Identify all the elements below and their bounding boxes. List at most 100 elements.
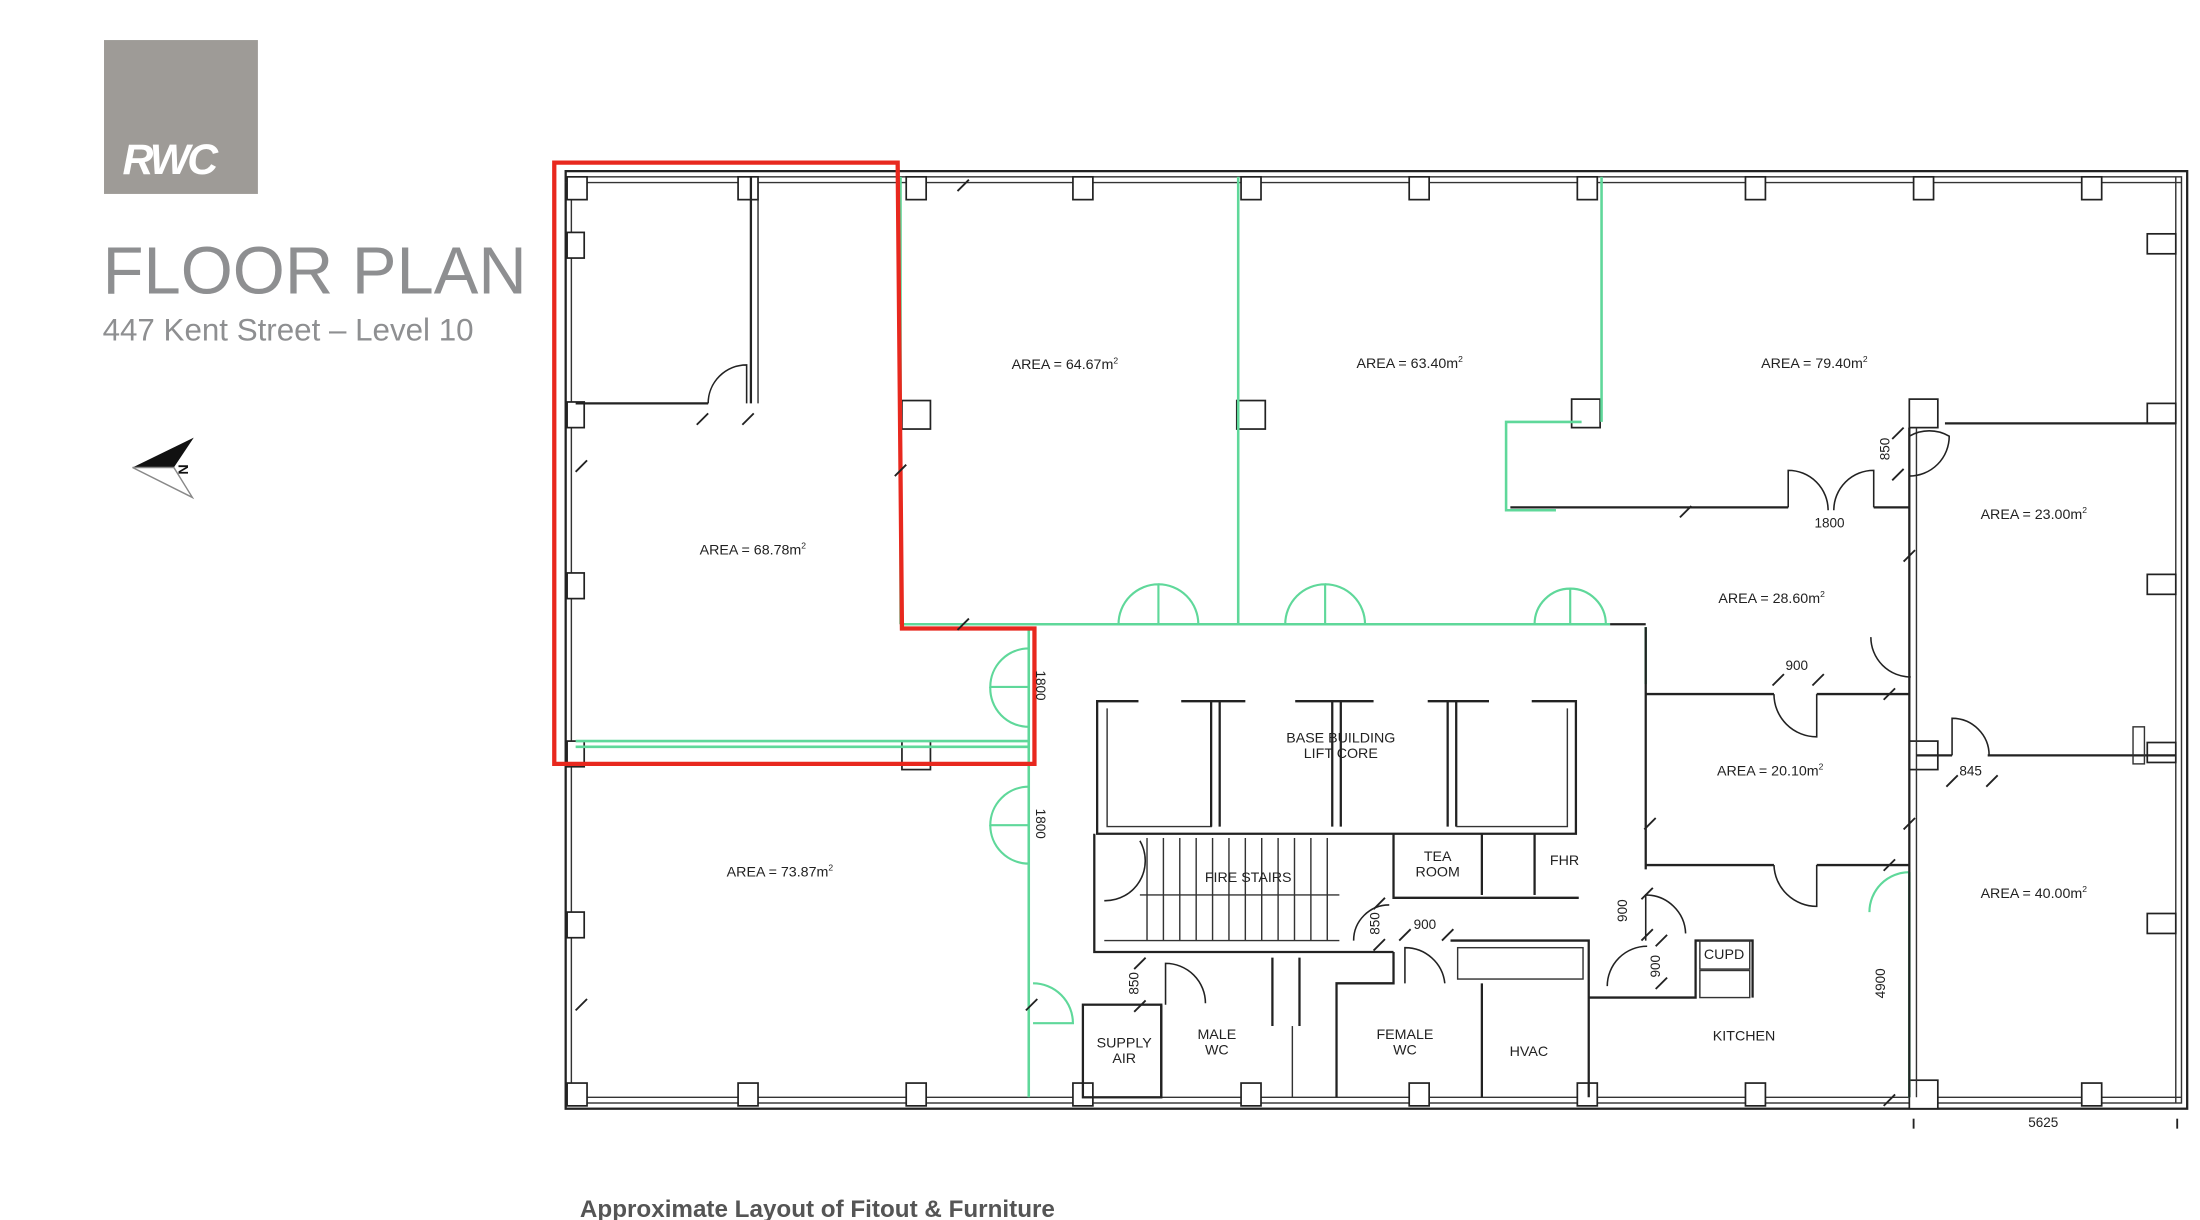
fhr-label: FHR xyxy=(1550,853,1579,869)
dimension-tick xyxy=(1891,426,1905,440)
column xyxy=(905,1082,928,1107)
room-labels: BASE BUILDING LIFT CORE FIRE STAIRS TEA … xyxy=(1097,731,1776,1068)
dimension-tick xyxy=(1655,976,1668,990)
cupd-label: CUPD xyxy=(1704,947,1744,963)
dimension-tick xyxy=(956,179,970,192)
column xyxy=(1908,398,1939,429)
dimension-tick xyxy=(894,464,907,477)
column xyxy=(1912,175,1935,201)
column xyxy=(1576,175,1599,201)
dimension-tick xyxy=(574,459,588,473)
lift-core-label-1: BASE BUILDING xyxy=(1286,731,1395,747)
page-subtitle: 447 Kent Street – Level 10 xyxy=(103,313,474,348)
area-label-79: AREA = 79.40m2 xyxy=(1761,354,1868,372)
dimension-900-d: 900 xyxy=(1648,955,1663,978)
north-arrow-icon: N xyxy=(132,437,195,500)
column xyxy=(566,572,586,600)
column xyxy=(737,1082,759,1107)
column xyxy=(566,175,588,201)
male-wc-label-2: WC xyxy=(1205,1043,1229,1059)
dimension-tick xyxy=(1133,957,1147,970)
male-wc-label-1: MALE xyxy=(1197,1027,1236,1043)
glass-partitions xyxy=(575,176,1911,1098)
column xyxy=(2146,402,2177,425)
dimension-tick xyxy=(1883,687,1896,701)
area-label-68: AREA = 68.78m2 xyxy=(700,541,807,559)
dimension-900: 900 xyxy=(1785,658,1808,673)
supply-air-label-2: AIR xyxy=(1112,1051,1136,1067)
column xyxy=(2146,741,2177,764)
dimension-1800-b: 1800 xyxy=(1033,670,1048,700)
dimension-tick xyxy=(1945,774,1959,788)
dimension-tick xyxy=(1883,1093,1896,1107)
column xyxy=(566,1082,588,1107)
dimension-tick xyxy=(1985,774,1999,788)
area-label-73: AREA = 73.87m2 xyxy=(727,863,834,881)
area-label-40: AREA = 40.00m2 xyxy=(1981,884,2088,902)
column xyxy=(1235,399,1267,430)
dimension-tick xyxy=(1902,817,1916,831)
dimension-900-c: 900 xyxy=(1615,899,1630,922)
column xyxy=(2080,1082,2103,1107)
kitchen-label: KITCHEN xyxy=(1713,1028,1775,1044)
building-envelope xyxy=(564,169,2189,1110)
column xyxy=(1744,1082,1767,1107)
column xyxy=(905,175,928,201)
dimension-tick xyxy=(1640,928,1654,942)
dimension-tick xyxy=(1441,928,1455,942)
column xyxy=(1744,175,1767,201)
column xyxy=(1240,1082,1262,1107)
dimension-5625: 5625 xyxy=(2028,1115,2058,1130)
column xyxy=(1408,1082,1430,1107)
dimension-850: 850 xyxy=(1877,438,1892,461)
highlighted-tenancy-outline[interactable] xyxy=(552,160,1037,767)
dimension-850-b: 850 xyxy=(1367,912,1382,935)
dimension-4900: 4900 xyxy=(1873,968,1888,998)
column xyxy=(566,401,586,429)
structural-columns xyxy=(566,175,2177,1110)
dimension-850-c: 850 xyxy=(1126,972,1141,995)
column xyxy=(1408,175,1430,201)
dimension-tick xyxy=(956,617,970,631)
dimension-tick xyxy=(1679,505,1692,519)
dimension-tick xyxy=(1643,817,1657,831)
dimension-tick xyxy=(1902,549,1916,563)
column xyxy=(901,399,932,430)
dimension-tick xyxy=(1372,938,1386,952)
column xyxy=(566,911,586,939)
fire-stairs-label: FIRE STAIRS xyxy=(1205,870,1292,886)
female-wc-label-2: WC xyxy=(1393,1043,1417,1059)
dimension-tick xyxy=(1891,468,1905,481)
dimension-tick xyxy=(1811,673,1825,687)
area-label-23: AREA = 23.00m2 xyxy=(1981,505,2088,523)
hvac-label: HVAC xyxy=(1510,1044,1549,1060)
dimension-tick xyxy=(1372,897,1386,910)
dimension-tick xyxy=(1640,887,1654,900)
column xyxy=(1908,1079,1939,1110)
stair-treads xyxy=(1146,837,1328,941)
dimension-1800: 1800 xyxy=(1814,515,1844,530)
area-label-64: AREA = 64.67m2 xyxy=(1012,355,1119,373)
dimension-tick xyxy=(696,412,709,426)
tea-room-label-2: ROOM xyxy=(1416,864,1460,880)
dimension-tick xyxy=(1771,673,1785,687)
dimension-ticks xyxy=(574,179,1999,1107)
logo-background xyxy=(104,40,258,194)
area-label-20: AREA = 20.10m2 xyxy=(1717,762,1824,780)
dimension-tick xyxy=(1883,858,1896,872)
dimension-tick xyxy=(1133,999,1147,1013)
dimension-tick xyxy=(741,412,755,426)
dimension-1800-c: 1800 xyxy=(1033,809,1048,839)
column xyxy=(2146,232,2177,255)
dimension-tick xyxy=(1025,998,1038,1012)
column xyxy=(1570,398,1601,429)
dimension-tick xyxy=(1398,928,1412,942)
column xyxy=(2146,912,2177,935)
dimension-tick xyxy=(574,998,588,1012)
female-wc-label-1: FEMALE xyxy=(1376,1027,1433,1043)
dimension-tick xyxy=(1655,934,1668,947)
column xyxy=(1240,175,1262,201)
dimension-845: 845 xyxy=(1959,763,1982,778)
column xyxy=(2080,175,2103,201)
